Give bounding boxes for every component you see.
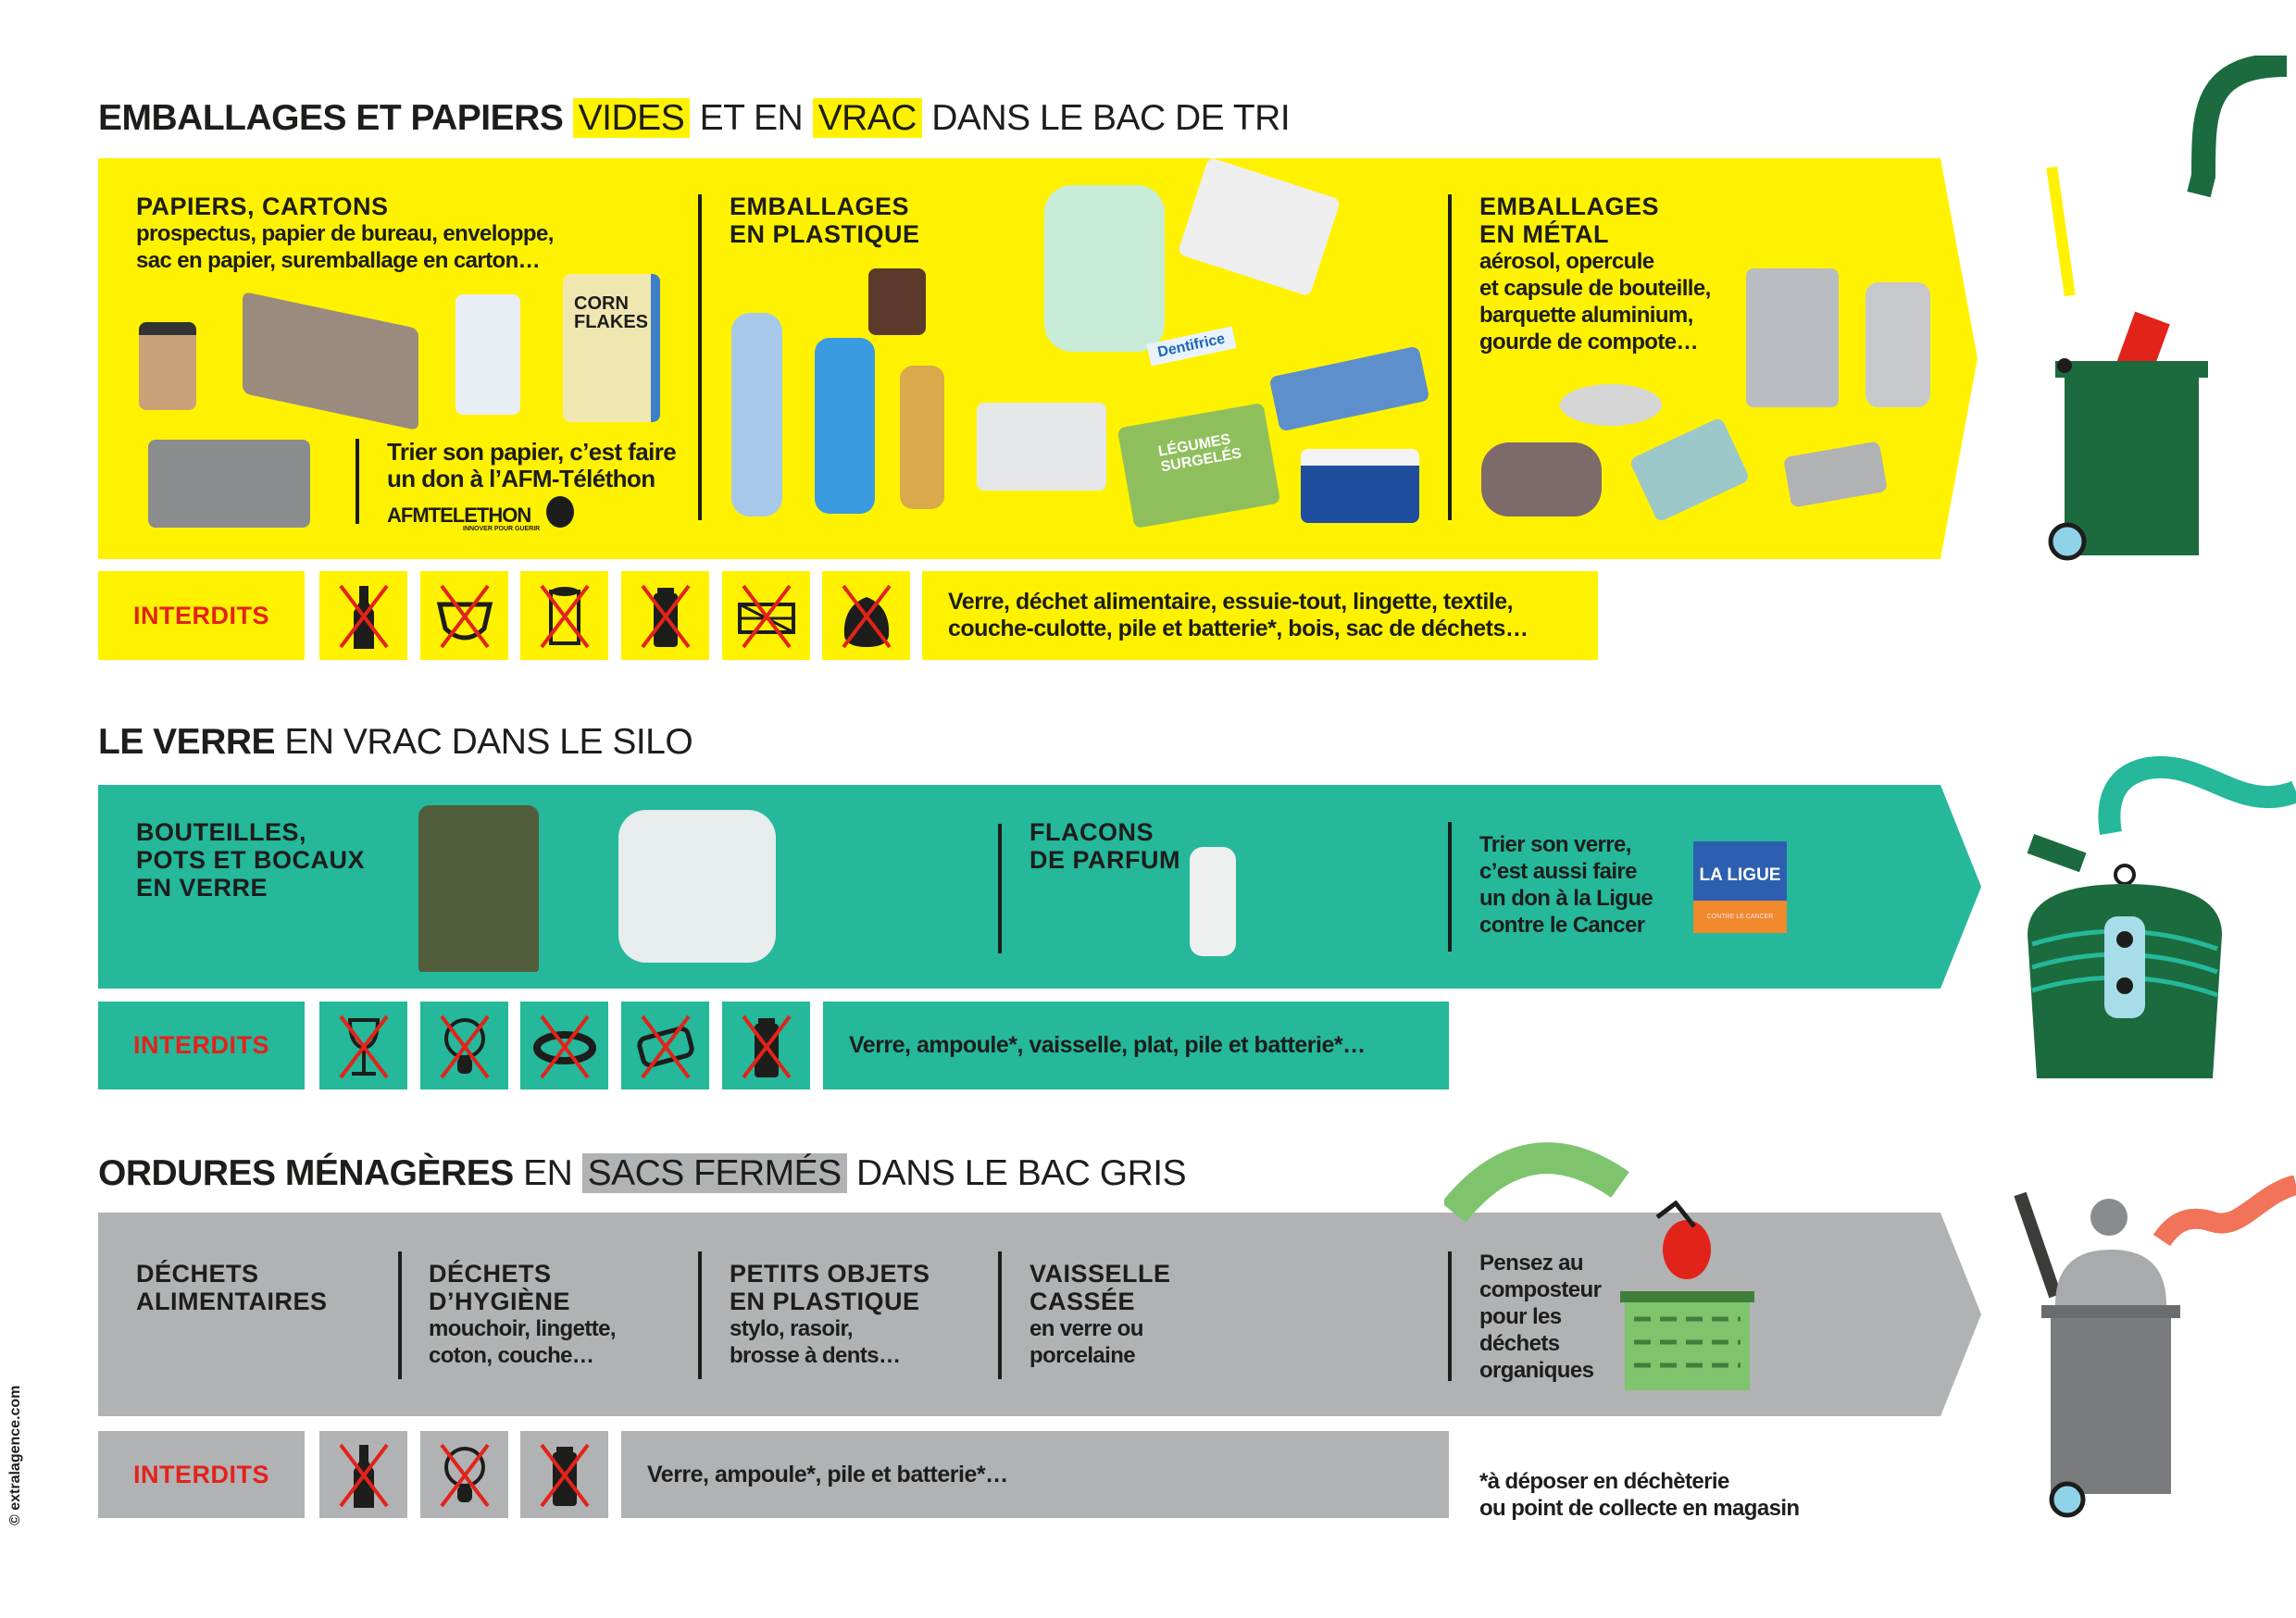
capsules-image bbox=[1481, 442, 1602, 517]
forbidden-dish-tile bbox=[621, 1002, 709, 1089]
light-bulb-icon bbox=[439, 1443, 490, 1508]
title-bold: LE VERRE bbox=[98, 722, 276, 762]
title-bold: ORDURES MÉNAGÈRES bbox=[98, 1153, 514, 1193]
cereal-box-image bbox=[563, 274, 660, 422]
title-mid: EN bbox=[523, 1153, 573, 1193]
forbidden-list-1: Verre, déchet alimentaire, essuie-tout, … bbox=[922, 571, 1598, 660]
title-tail: EN VRAC DANS LE SILO bbox=[284, 722, 693, 762]
light-bulb-icon bbox=[439, 1014, 490, 1078]
afm-sun-icon bbox=[546, 496, 574, 528]
glass-bottles-image bbox=[418, 805, 539, 972]
forbidden-trash-bag-tile bbox=[822, 571, 910, 660]
bottle-icon bbox=[338, 584, 389, 649]
yogurt-pot-image bbox=[868, 268, 926, 335]
title-bold: EMBALLAGES ET PAPIERS bbox=[98, 98, 564, 138]
forbidden-light-bulb-tile bbox=[420, 1431, 508, 1518]
wood-crate-icon bbox=[737, 584, 795, 649]
tin-can-image bbox=[1746, 268, 1839, 407]
foil-tray-image bbox=[1560, 384, 1662, 426]
forbidden-diaper-tile bbox=[420, 571, 508, 660]
paper-examples: prospectus, papier de bureau, enveloppe,… bbox=[136, 221, 554, 273]
compost-text: Pensez au composteur pour les déchets or… bbox=[1479, 1251, 1602, 1383]
highlight-sacs-fermes: SACS FERMÉS bbox=[581, 1153, 847, 1193]
soda-can-image bbox=[1866, 282, 1930, 407]
coffee-cup-image bbox=[139, 322, 196, 410]
teal-band bbox=[98, 785, 1981, 989]
interdits-label-1: INTERDITS bbox=[98, 571, 305, 660]
afm-text: Trier son papier, c’est faire un don à l… bbox=[387, 438, 677, 492]
dessert-pot-image bbox=[1301, 449, 1419, 523]
metal-heading: EMBALLAGES EN MÉTAL bbox=[1479, 193, 1659, 248]
afm-tagline: INNOVER POUR GUERIR bbox=[463, 526, 541, 532]
section-title-glass: LE VERRE EN VRAC DANS LE SILO bbox=[98, 722, 693, 763]
forbidden-list-3: Verre, ampoule*, pile et batterie*… bbox=[621, 1431, 1449, 1518]
highlight-vides: VIDES bbox=[572, 98, 691, 138]
metal-examples: aérosol, opercule et capsule de bouteill… bbox=[1479, 249, 1711, 355]
section-title-packaging: EMBALLAGES ET PAPIERS VIDES ET EN VRAC D… bbox=[98, 98, 1291, 139]
paper-towel-icon bbox=[539, 584, 590, 649]
hygiene-examples: mouchoir, lingette, coton, couche… bbox=[429, 1316, 617, 1368]
battery-icon bbox=[539, 1443, 590, 1508]
plate-icon bbox=[532, 1014, 596, 1078]
credit: © extralagence.com bbox=[7, 1385, 23, 1525]
wine-glass-icon bbox=[338, 1014, 389, 1078]
section-title-household: ORDURES MÉNAGÈRES EN SACS FERMÉS DANS LE… bbox=[98, 1153, 1187, 1194]
footnote: *à déposer en déchèterie ou point de col… bbox=[1479, 1469, 1800, 1521]
forbidden-battery-tile bbox=[621, 571, 709, 660]
hygiene-heading: DÉCHETS D’HYGIÈNE bbox=[429, 1260, 571, 1315]
small-plastic-examples: stylo, rasoir, brosse à dents… bbox=[730, 1316, 901, 1368]
forbidden-wood-crate-tile bbox=[722, 571, 810, 660]
yellow-lid-bin-illustration bbox=[2018, 53, 2296, 574]
forbidden-light-bulb-tile bbox=[420, 1002, 508, 1089]
forbidden-paper-towel-tile bbox=[520, 571, 608, 660]
title-mid: ET EN bbox=[699, 98, 804, 138]
dish-icon bbox=[636, 1014, 694, 1078]
ligue-logo-sub: CONTRE LE CANCER bbox=[1693, 901, 1787, 933]
title-tail: DANS LE BAC DE TRI bbox=[931, 98, 1291, 138]
small-plastic-heading: PETITS OBJETS EN PLASTIQUE bbox=[730, 1260, 930, 1315]
battery-icon bbox=[741, 1014, 792, 1078]
glass-silo-illustration bbox=[2018, 750, 2296, 1120]
la-ligue-logo: LA LIGUE CONTRE LE CANCER bbox=[1693, 841, 1787, 933]
diaper-icon bbox=[436, 584, 493, 649]
forbidden-plate-tile bbox=[520, 1002, 608, 1089]
compost-illustration bbox=[1441, 1129, 1796, 1398]
trash-bag-icon bbox=[841, 584, 892, 649]
perfume-bottle-image bbox=[1190, 847, 1236, 956]
grey-bin-illustration bbox=[2000, 1175, 2296, 1527]
highlight-vrac: VRAC bbox=[812, 98, 922, 138]
food-waste-heading: DÉCHETS ALIMENTAIRES bbox=[136, 1260, 328, 1315]
broken-dishes-examples: en verre ou porcelaine bbox=[1029, 1316, 1143, 1368]
afm-telethon-logo: AFMTELETHON bbox=[387, 504, 531, 527]
forbidden-wine-glass-tile bbox=[319, 1002, 407, 1089]
title-tail: DANS LE BAC GRIS bbox=[856, 1153, 1187, 1193]
plastic-bag-image bbox=[1044, 185, 1165, 352]
glass-jars-image bbox=[618, 810, 776, 963]
bottle-icon bbox=[338, 1443, 389, 1508]
plastic-heading: EMBALLAGES EN PLASTIQUE bbox=[730, 193, 920, 248]
forbidden-list-2: Verre, ampoule*, vaisselle, plat, pile e… bbox=[823, 1002, 1449, 1089]
clamshell-image bbox=[977, 403, 1106, 491]
perfume-heading: FLACONS DE PARFUM bbox=[1029, 818, 1180, 874]
milk-carton-image bbox=[455, 294, 520, 415]
ligue-logo-text: LA LIGUE bbox=[1699, 865, 1781, 885]
ligue-text: Trier son verre, c’est aussi faire un do… bbox=[1479, 832, 1653, 938]
bottles-heading: BOUTEILLES, POTS ET BOCAUX EN VERRE bbox=[136, 818, 366, 902]
juice-bottle-image bbox=[900, 366, 944, 509]
forbidden-battery-tile bbox=[722, 1002, 810, 1089]
cleaner-bottle-image bbox=[815, 338, 875, 514]
interdits-label-3: INTERDITS bbox=[98, 1431, 305, 1518]
forbidden-bottle-tile bbox=[319, 1431, 407, 1518]
cereal-label: CORN FLAKES bbox=[574, 293, 648, 332]
newspapers-image bbox=[148, 440, 310, 528]
paper-heading: PAPIERS, CARTONS bbox=[136, 193, 389, 220]
broken-dishes-heading: VAISSELLE CASSÉE bbox=[1029, 1260, 1171, 1315]
water-bottle-image bbox=[731, 313, 782, 517]
forbidden-bottle-tile bbox=[319, 571, 407, 660]
battery-icon bbox=[640, 584, 691, 649]
interdits-label-2: INTERDITS bbox=[98, 1002, 305, 1089]
forbidden-battery-tile bbox=[520, 1431, 608, 1518]
